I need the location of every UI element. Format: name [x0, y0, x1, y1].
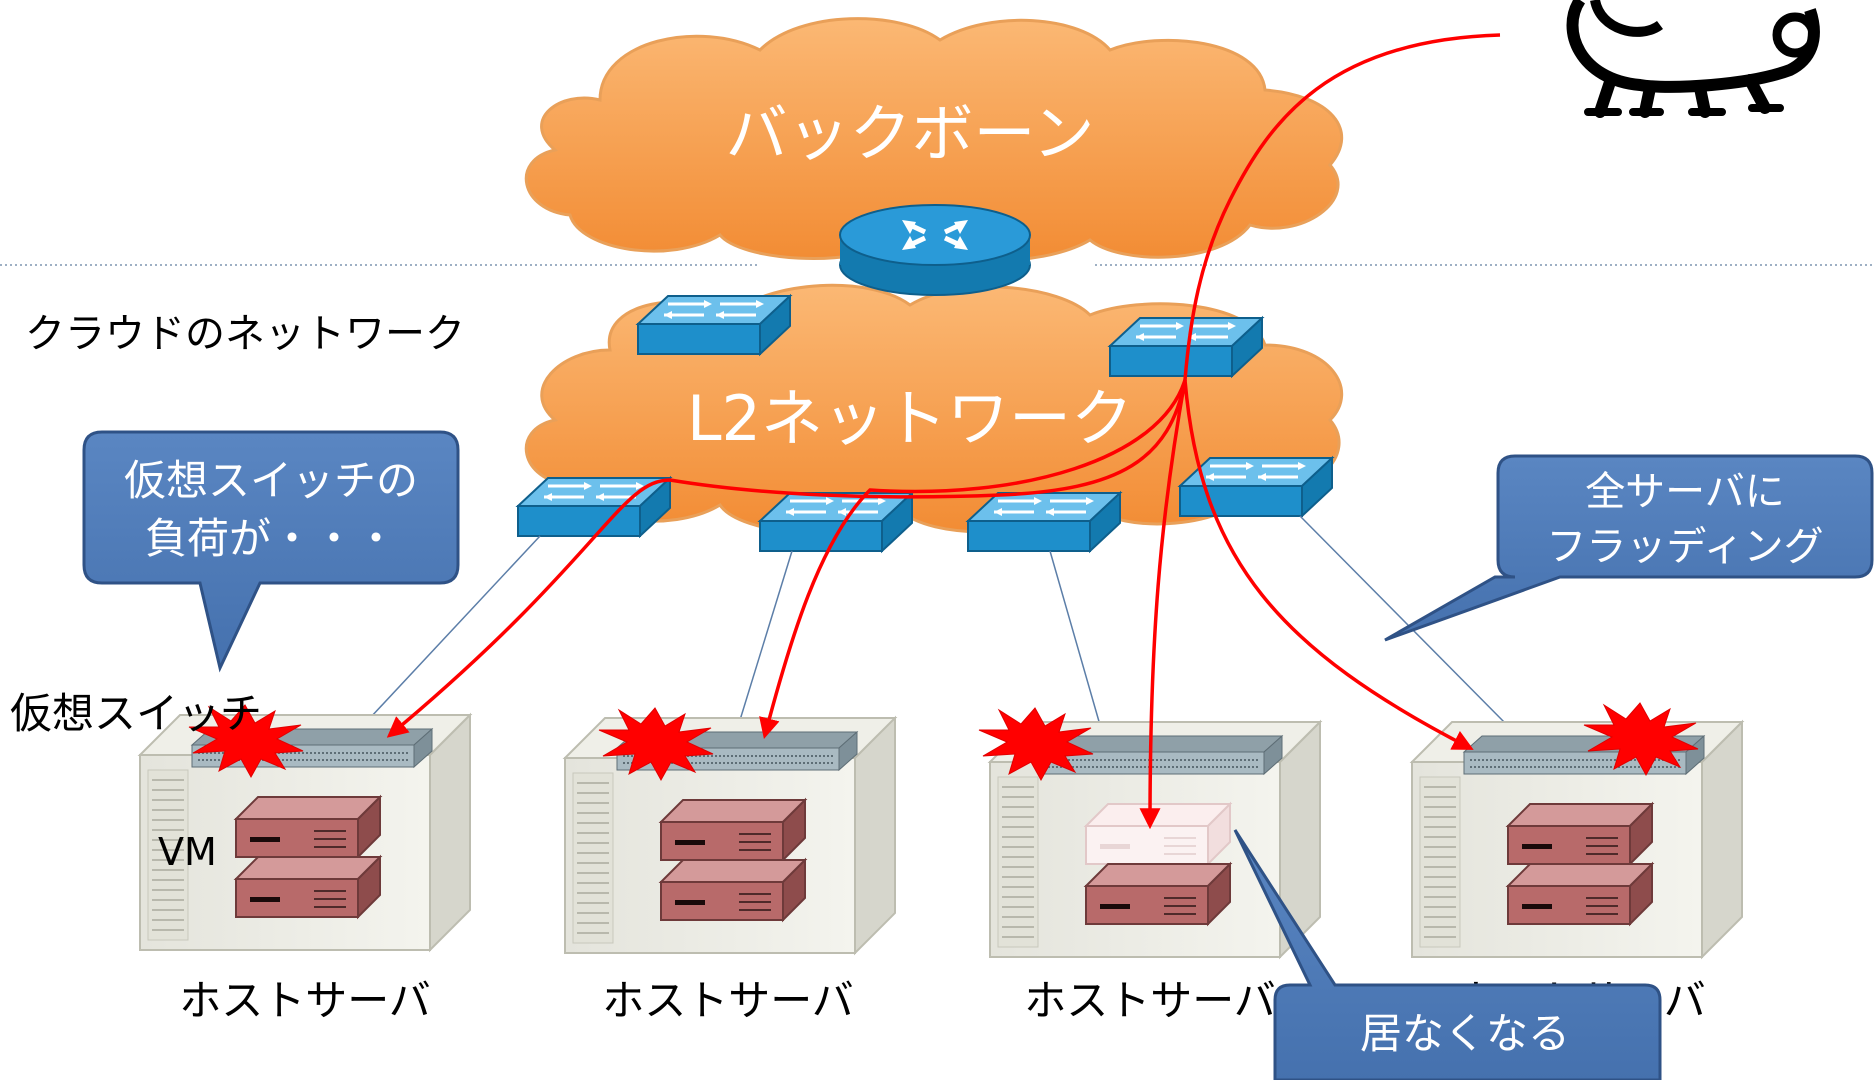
callout-vm-gone: 居なくなる	[1233, 829, 1662, 1080]
callout-vswitch-load-line1: 仮想スイッチの	[124, 456, 418, 505]
callout-flooding-line2: フラッディング	[1546, 524, 1823, 570]
virtual-switch-label: 仮想スイッチ	[10, 689, 262, 738]
vm-icon	[1085, 863, 1231, 925]
switch-icon	[636, 294, 792, 356]
l2-network-label: L2ネットワーク	[687, 382, 1133, 455]
callout-flooding: 全サーバに フラッディング	[1384, 454, 1874, 642]
uplink-lines	[369, 515, 1511, 729]
vm-label: VM	[158, 830, 217, 874]
vm-icon	[1507, 863, 1653, 925]
vm-icon	[660, 799, 806, 861]
vm-icon	[1507, 803, 1653, 865]
vm-icon	[235, 796, 381, 858]
backbone-cloud	[524, 17, 1343, 263]
turtle-icon	[1566, 0, 1820, 118]
switch-icon	[966, 491, 1122, 553]
host-server-label: ホストサーバ	[179, 976, 431, 1025]
backbone-label: バックボーン	[726, 97, 1095, 170]
vm-icon	[235, 856, 381, 918]
vm-gone-icon	[1085, 803, 1231, 865]
callout-flooding-line1: 全サーバに	[1585, 469, 1785, 515]
host-server-label: ホストサーバ	[1024, 976, 1276, 1025]
switch-icon	[758, 491, 914, 553]
switch-icon	[1178, 456, 1334, 518]
host-server-label: ホストサーバ	[602, 976, 854, 1025]
flood-paths	[386, 33, 1501, 830]
host-server	[1411, 721, 1743, 958]
callout-vswitch-load: 仮想スイッチの 負荷が・・・	[82, 430, 460, 673]
callout-vm-gone-text: 居なくなる	[1360, 1009, 1570, 1058]
cloud-network-label: クラウドのネットワーク	[25, 311, 465, 357]
router-icon	[839, 204, 1031, 296]
callout-vswitch-load-line2: 負荷が・・・	[145, 514, 397, 563]
vm-icon	[660, 859, 806, 921]
